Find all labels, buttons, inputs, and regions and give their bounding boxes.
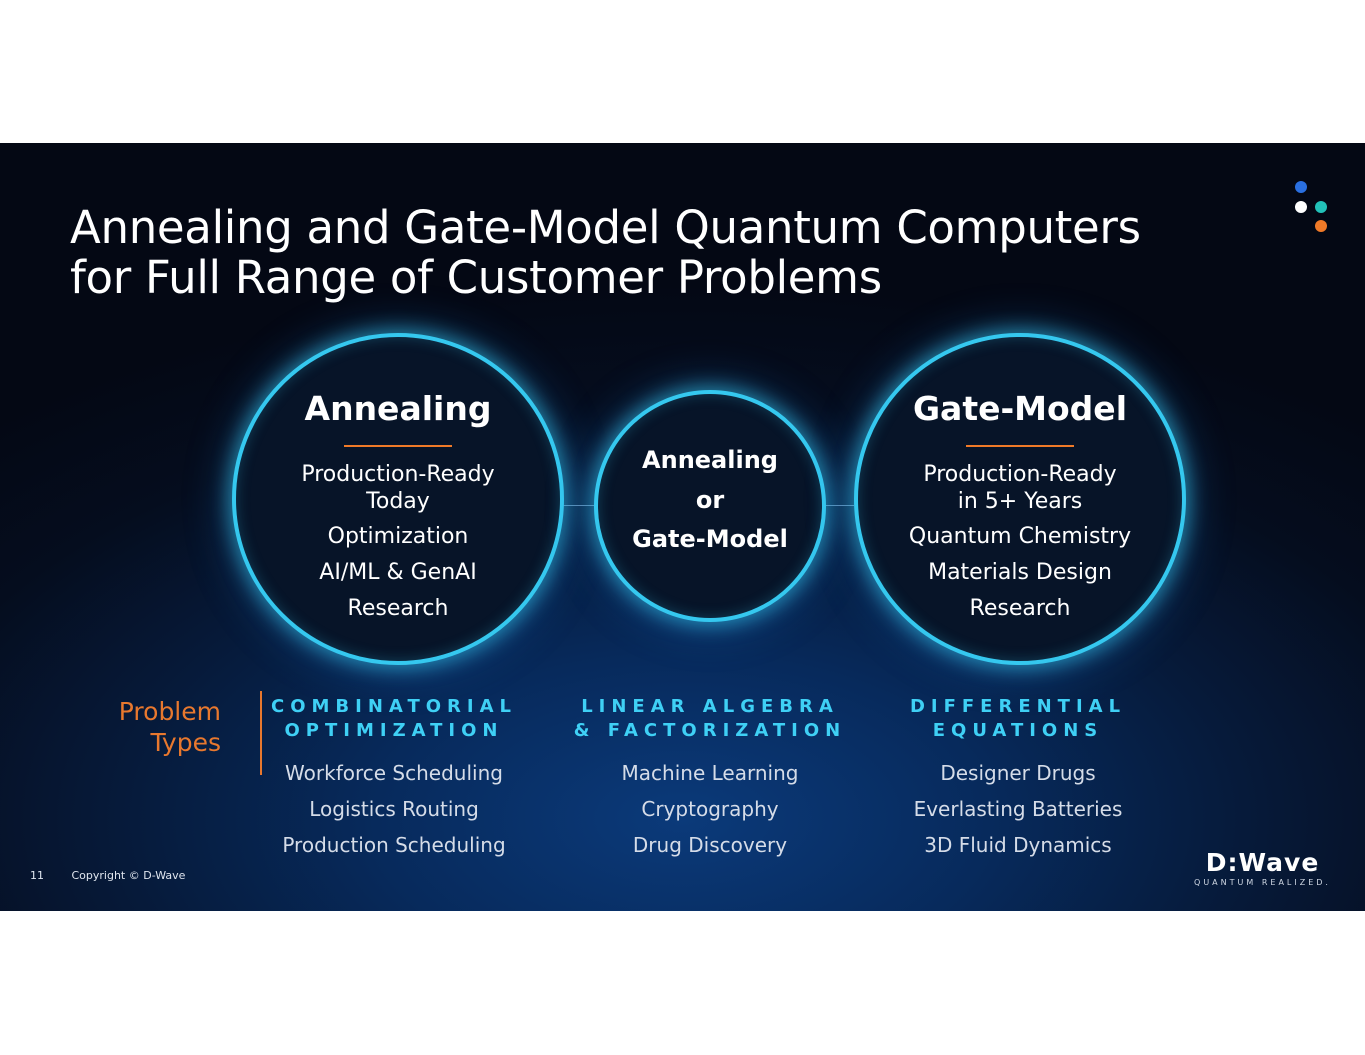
copyright-text: Copyright © D-Wave (71, 869, 186, 882)
column-heading: DIFFERENTIAL EQUATIONS (878, 695, 1158, 743)
gate-model-readiness-line-1: Production-Ready (923, 462, 1117, 487)
problem-types-label-line-2: Types (150, 728, 221, 757)
gate-model-heading: Gate-Model (912, 389, 1128, 428)
brand-tagline: QUANTUM REALIZED. (1194, 878, 1331, 887)
teal-dot-icon (1315, 201, 1327, 213)
slide-title-line-2: for Full Range of Customer Problems (70, 251, 882, 305)
slide-title: Annealing and Gate-Model Quantum Compute… (70, 203, 1170, 303)
list-item: Everlasting Batteries (913, 797, 1123, 821)
gate-model-heading-underline (966, 445, 1074, 447)
gate-model-use-chemistry: Quantum Chemistry (908, 524, 1132, 549)
annealing-use-research: Research (347, 596, 449, 621)
column-heading-line-2: & FACTORIZATION (573, 720, 847, 741)
column-heading: COMBINATORIAL OPTIMIZATION (254, 695, 534, 743)
connector-line-left (560, 505, 594, 506)
column-heading-line-2: OPTIMIZATION (284, 720, 504, 741)
annealing-heading-underline (344, 445, 452, 447)
column-heading-line-1: COMBINATORIAL (271, 696, 517, 717)
annealing-readiness-line-1: Production-Ready (301, 462, 495, 487)
list-item: Drug Discovery (632, 833, 788, 857)
dwave-logo: D:Wave QUANTUM REALIZED. (1190, 848, 1335, 888)
annealing-readiness: Production-Ready Today (236, 461, 560, 515)
annealing-or-gate-model-circle: Annealing or Gate-Model (594, 390, 826, 622)
gate-model-readiness-line-2: in 5+ Years (957, 489, 1083, 514)
list-item: Designer Drugs (940, 761, 1096, 785)
column-heading: LINEAR ALGEBRA & FACTORIZATION (570, 695, 850, 743)
gate-model-use-materials: Materials Design (928, 560, 1112, 585)
problem-types-label-line-1: Problem (118, 697, 221, 726)
middle-line-1: Annealing (642, 446, 778, 474)
problem-column-combinatorial: COMBINATORIAL OPTIMIZATION Workforce Sch… (254, 695, 534, 857)
column-heading-line-1: LINEAR ALGEBRA (581, 696, 839, 717)
list-item: Workforce Scheduling (285, 761, 503, 785)
connector-line-right (822, 505, 854, 506)
orange-dot-icon (1315, 220, 1327, 232)
annealing-use-optimization: Optimization (327, 524, 469, 549)
page-number: 11 (30, 869, 44, 882)
middle-line-2: or (695, 486, 725, 514)
annealing-readiness-line-2: Today (366, 489, 430, 514)
problem-column-differential: DIFFERENTIAL EQUATIONS Designer Drugs Ev… (878, 695, 1158, 857)
list-item: Cryptography (641, 797, 779, 821)
slide-footer: 11 Copyright © D-Wave (30, 869, 185, 882)
blue-dot-icon (1295, 181, 1307, 193)
problem-types-label: Problem Types (100, 696, 221, 758)
white-dot-icon (1295, 201, 1307, 213)
dwave-dots-logo-icon (1290, 181, 1330, 236)
list-item: Logistics Routing (309, 797, 479, 821)
brand-name: D:Wave (1205, 848, 1320, 877)
problem-types-divider (260, 691, 262, 775)
annealing-use-ai-ml: AI/ML & GenAI (319, 560, 477, 585)
column-heading-line-2: EQUATIONS (932, 720, 1104, 741)
problem-column-linear-algebra: LINEAR ALGEBRA & FACTORIZATION Machine L… (570, 695, 850, 857)
middle-line-3: Gate-Model (632, 525, 788, 553)
slide: Annealing and Gate-Model Quantum Compute… (0, 143, 1365, 911)
gate-model-readiness: Production-Ready in 5+ Years (858, 461, 1182, 515)
annealing-circle: Annealing Production-Ready Today Optimiz… (232, 333, 564, 665)
annealing-heading: Annealing (304, 389, 492, 428)
gate-model-use-research: Research (969, 596, 1071, 621)
slide-title-line-1: Annealing and Gate-Model Quantum Compute… (70, 201, 1141, 255)
gate-model-circle: Gate-Model Production-Ready in 5+ Years … (854, 333, 1186, 665)
list-item: 3D Fluid Dynamics (924, 833, 1112, 857)
list-item: Production Scheduling (282, 833, 506, 857)
list-item: Machine Learning (621, 761, 799, 785)
column-heading-line-1: DIFFERENTIAL (909, 696, 1127, 717)
